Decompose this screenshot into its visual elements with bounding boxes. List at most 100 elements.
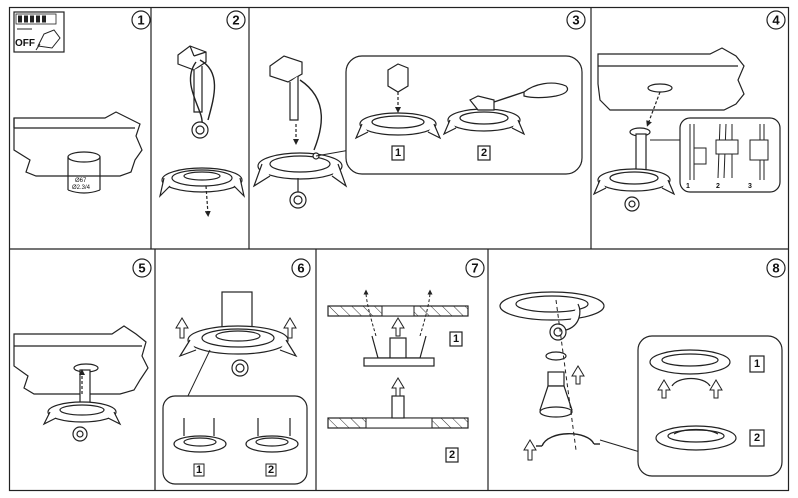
step-4-panel: 4 <box>592 10 786 212</box>
step-number: 3 <box>572 13 579 28</box>
up-arrow-icon <box>571 365 585 385</box>
step-7-panel: 7 1 2 <box>327 258 485 463</box>
sub-step-box <box>749 429 765 447</box>
ceiling-section-2 <box>327 395 469 429</box>
ceiling-slab <box>597 47 745 111</box>
step-6-panel: 6 1 2 <box>162 258 311 485</box>
step-number-badge <box>566 10 586 30</box>
wiring-detail-3 <box>749 124 769 180</box>
clip-detail-1 <box>649 349 731 387</box>
sub-step-box <box>391 145 405 161</box>
up-arrow-icon <box>283 317 297 339</box>
lamp-socket-icon <box>289 191 307 209</box>
callout-line <box>185 349 211 401</box>
screwdriver-detail <box>442 82 569 136</box>
clip-detail-2 <box>655 425 737 451</box>
downlight-ring <box>252 152 348 188</box>
callout-line <box>315 149 351 157</box>
step-number: 8 <box>772 261 779 276</box>
downlight-ring <box>158 167 246 198</box>
sub-step-label: 1 <box>453 333 459 345</box>
clip-path-arrow <box>419 289 433 337</box>
step-8-panel: 8 <box>499 258 786 477</box>
up-arrow-icon <box>391 317 405 337</box>
supply-cable <box>189 61 203 125</box>
terminal-block-icon <box>269 55 303 121</box>
cutout-hole <box>67 151 101 194</box>
wiring-callout <box>679 117 781 193</box>
detail-callout <box>162 395 308 485</box>
sub-step-box <box>445 447 459 463</box>
hole-inch-label: Ø2.3/4 <box>72 185 91 191</box>
spring-clip <box>536 433 600 447</box>
supply-cable <box>299 79 322 151</box>
clip-detail-2 <box>245 418 299 453</box>
step-number: 7 <box>471 261 478 276</box>
up-arrow-icon <box>709 379 723 399</box>
sub-step-label: 2 <box>481 147 487 159</box>
off-label: OFF <box>15 38 35 49</box>
step-number-badge <box>132 258 152 278</box>
step-number-badge <box>766 258 786 278</box>
step-number: 4 <box>772 13 780 28</box>
up-arrow-icon <box>523 439 537 461</box>
trim-ring <box>499 291 605 321</box>
step-5-panel: 5 <box>13 258 152 442</box>
sub-step-box <box>265 463 277 477</box>
sub-step-label: 2 <box>754 432 760 444</box>
sub-step-box <box>449 331 463 347</box>
terminal-screw-detail <box>354 63 442 140</box>
downlight-assembly <box>592 127 676 212</box>
sub-step-label: 1 <box>395 147 401 159</box>
cutout-hole <box>647 83 673 93</box>
step-number: 6 <box>297 261 304 276</box>
callout-line <box>599 439 641 453</box>
step-number: 2 <box>232 13 239 28</box>
step-number: 1 <box>137 13 144 28</box>
up-arrow-icon <box>391 377 405 397</box>
step-2-panel: 2 <box>158 10 246 217</box>
sub-step-box <box>193 463 205 477</box>
step-3-panel: 3 1 <box>252 10 586 209</box>
supply-cable <box>199 59 216 121</box>
retaining-clip <box>545 351 567 361</box>
step-number-badge <box>291 258 311 278</box>
sub-step-label: 3 <box>748 183 752 190</box>
step-number-badge <box>766 10 786 30</box>
assembly-axis <box>555 299 577 451</box>
ceiling-slab <box>13 325 149 395</box>
step-number-badge <box>131 10 151 30</box>
sub-step-label: 1 <box>754 358 760 370</box>
downlight-ring <box>178 291 298 377</box>
sub-step-box <box>477 145 491 161</box>
hole-diameter-label: Ø67 <box>75 178 87 184</box>
sub-step-label: 2 <box>449 449 455 461</box>
sub-step-box <box>749 355 765 373</box>
step-1-panel: 1 OFF Ø67 Ø2.3/4 <box>13 10 151 194</box>
down-arrow-icon <box>646 91 661 127</box>
step-number-badge <box>226 10 246 30</box>
circuit-breaker-icon: OFF <box>13 11 65 53</box>
up-arrow-icon <box>175 317 189 339</box>
step-number: 5 <box>138 261 145 276</box>
downlight-assembly <box>42 369 122 442</box>
sub-step-label: 1 <box>686 183 690 190</box>
terminal-block-icon <box>177 45 207 113</box>
up-arrow-icon <box>657 379 671 399</box>
panel-grid <box>8 6 790 492</box>
clip-path-arrow <box>363 289 377 337</box>
sub-step-label: 1 <box>196 464 202 476</box>
downlight-side-view-1 <box>363 335 435 367</box>
ceiling-slab <box>13 111 143 177</box>
lamp-socket-icon <box>549 303 581 341</box>
sub-step-label: 2 <box>268 464 274 476</box>
lamp-socket-icon <box>191 121 209 139</box>
gu10-bulb-icon <box>539 371 573 418</box>
wiring-detail-1 <box>689 124 707 180</box>
step-number-badge <box>465 258 485 278</box>
clip-detail-1 <box>173 418 227 453</box>
sub-step-label: 2 <box>716 183 720 190</box>
ceiling-section-1 <box>327 305 469 317</box>
